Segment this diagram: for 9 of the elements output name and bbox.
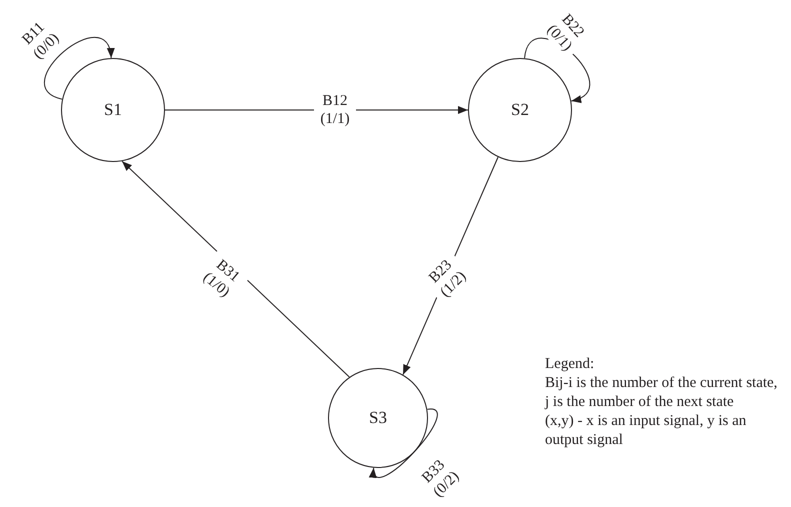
- legend-note: Bij-i is the number of the current state, j is the number of the next state: [545, 374, 778, 412]
- arrow: [44, 36, 114, 100]
- state-name: S3: [369, 407, 387, 430]
- arrow: [371, 408, 438, 478]
- legend-note: Legend:: [545, 355, 596, 374]
- state-name: S1: [104, 99, 122, 122]
- state-name: S2: [511, 99, 529, 122]
- edge-label: B12 (1/1): [314, 92, 356, 128]
- legend-note: (x,y) - x is an input signal, y is an output signal: [545, 412, 748, 450]
